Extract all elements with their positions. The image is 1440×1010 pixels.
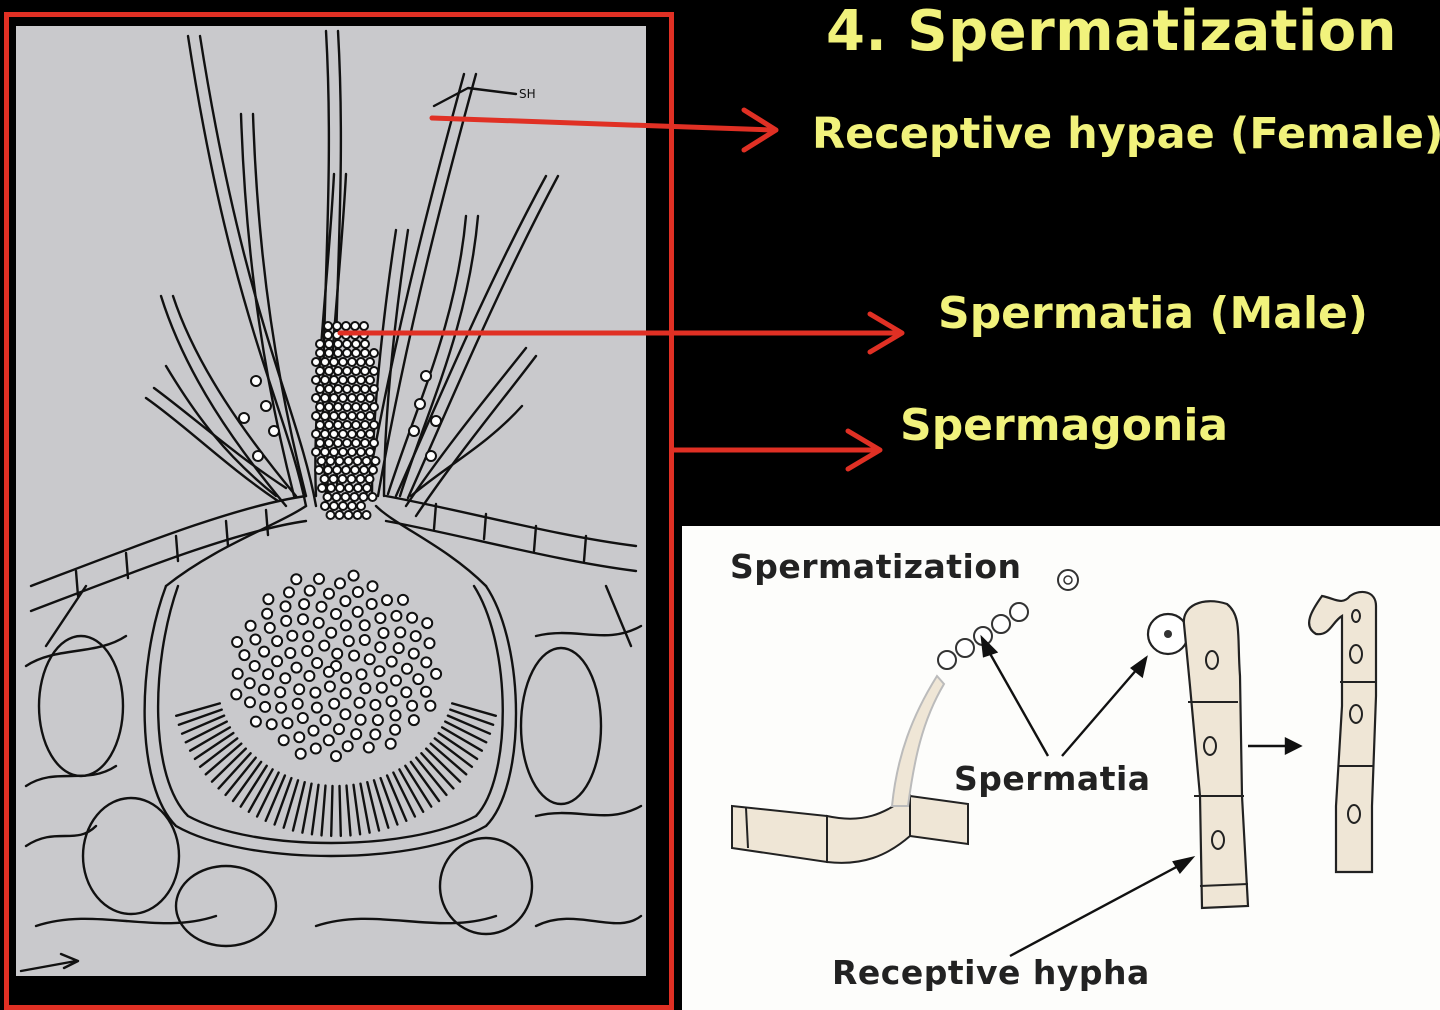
spermagonia-label: Spermagonia bbox=[900, 400, 1229, 451]
spermatia-label: Spermatia (Male) bbox=[938, 288, 1369, 339]
inset-diagram: Spermatization Spermatia Receptive hypha bbox=[730, 547, 1378, 992]
spermagonium-body bbox=[143, 504, 518, 858]
spermatization-inset: Spermatization Spermatia Receptive hypha bbox=[682, 526, 1440, 1010]
sh-tag: SH bbox=[519, 87, 536, 101]
slide-title: 4. Spermatization bbox=[826, 0, 1398, 64]
inset-receptive-hypha-label: Receptive hypha bbox=[832, 953, 1150, 992]
receptive-hypha-right bbox=[1308, 590, 1378, 874]
receptive-hyphae bbox=[144, 29, 560, 518]
male-arrow bbox=[337, 311, 905, 355]
spermagonium-drawing: SH bbox=[16, 26, 646, 976]
inset-arrows bbox=[980, 634, 1303, 958]
inset-spermatia-label: Spermatia bbox=[954, 759, 1151, 798]
periphyses bbox=[175, 702, 497, 838]
algal-cells bbox=[24, 584, 643, 948]
corner-arrow-mark bbox=[19, 952, 80, 973]
inset-title: Spermatization bbox=[730, 547, 1022, 586]
epidermis bbox=[29, 494, 638, 613]
receptive-hyphae-label: Receptive hypae (Female) bbox=[812, 109, 1440, 159]
donor-hypha bbox=[731, 674, 969, 864]
spermatia-chain bbox=[937, 569, 1079, 670]
female-arrow bbox=[429, 107, 779, 153]
spermatia-cluster bbox=[238, 321, 442, 520]
spermagonia-arrow bbox=[669, 428, 883, 472]
receptive-hypha-middle bbox=[1146, 600, 1250, 910]
inner-spermatia bbox=[230, 569, 443, 763]
